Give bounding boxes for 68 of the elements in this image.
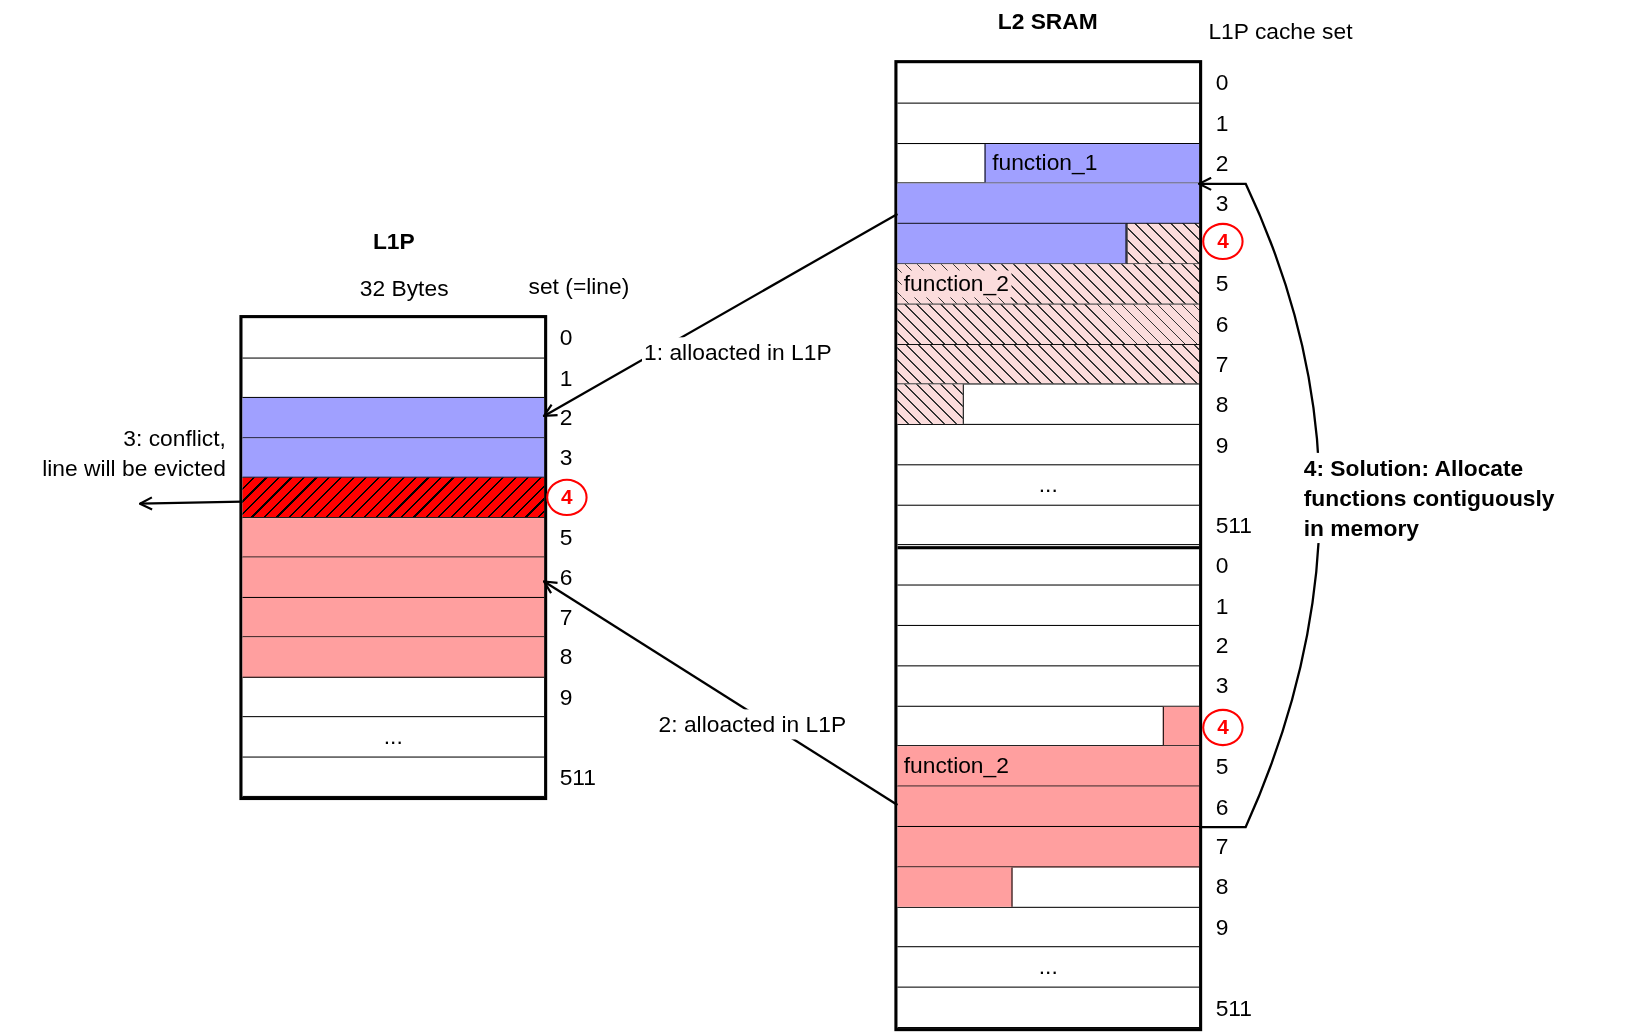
set-number: 2 (559, 404, 573, 432)
set-number: 1 (1215, 110, 1229, 137)
row-label: ... (1037, 953, 1059, 981)
set-number: 9 (559, 683, 573, 711)
set-number: 0 (1215, 552, 1229, 580)
code-segment (897, 384, 964, 424)
block-title: 32 Bytes (359, 275, 449, 303)
set-number: 511 (1215, 512, 1252, 539)
memory-row (242, 557, 545, 598)
code-segment (897, 867, 1013, 907)
arrow (1197, 176, 1321, 829)
memory-row (897, 183, 1200, 224)
set-number: 8 (559, 643, 573, 671)
memory-row (897, 224, 1200, 265)
memory-row (242, 397, 545, 438)
row-label: ... (382, 723, 404, 751)
memory-row (242, 517, 545, 558)
block-title: L1P (372, 228, 415, 255)
code-segment (897, 224, 1127, 264)
set-number: 511 (559, 763, 596, 791)
set-number: 2 (1215, 150, 1229, 178)
code-segment (984, 143, 1200, 183)
memory-row (897, 786, 1200, 828)
set-number: 6 (1215, 793, 1229, 821)
memory-row (897, 746, 1200, 787)
memory-row (242, 597, 545, 638)
set-number: 3 (1215, 672, 1229, 700)
set-number: 5 (559, 524, 573, 552)
row-label: function_1 (991, 149, 1099, 177)
set-number: 6 (1215, 311, 1229, 338)
arrow (543, 212, 899, 417)
set-number: 8 (1215, 873, 1229, 901)
set-number: 7 (1215, 351, 1229, 379)
set-number: 0 (1215, 69, 1229, 97)
column-heading: set (=line) (528, 273, 630, 301)
memory-row (242, 477, 545, 518)
memory-row (897, 304, 1200, 345)
row-label: ... (1037, 471, 1059, 499)
set-number: 511 (1215, 994, 1252, 1022)
set-number: 9 (1215, 914, 1229, 941)
set-number: 1 (1215, 592, 1229, 620)
set-number: 1 (559, 364, 573, 392)
memory-row (242, 637, 545, 678)
set-number: 2 (1215, 632, 1229, 660)
set-number: 7 (559, 603, 573, 631)
memory-row (242, 437, 545, 478)
set-number: 6 (559, 564, 573, 591)
memory-row (897, 264, 1200, 305)
set-number: 5 (1215, 753, 1229, 781)
code-segment (1126, 224, 1200, 264)
set-number: 9 (1215, 431, 1229, 459)
block-title: L2 SRAM (997, 8, 1098, 36)
set-number: 0 (559, 324, 573, 352)
memory-row (897, 344, 1200, 385)
memory-row (897, 827, 1200, 868)
set-number: 3 (559, 444, 573, 472)
conflict-marker: 4 (546, 478, 588, 517)
set-number: 3 (1215, 190, 1229, 218)
conflict-marker: 4 (1202, 708, 1244, 747)
code-segment (1162, 706, 1200, 746)
row-label: function_2 (902, 752, 1010, 780)
row-label: function_2 (901, 270, 1011, 298)
set-number: 5 (1215, 270, 1229, 298)
arrow (138, 496, 243, 511)
column-heading: L1P cache set (1208, 18, 1353, 46)
set-number: 7 (1215, 833, 1229, 861)
set-number: 8 (1215, 391, 1229, 419)
conflict-marker: 4 (1202, 222, 1244, 261)
